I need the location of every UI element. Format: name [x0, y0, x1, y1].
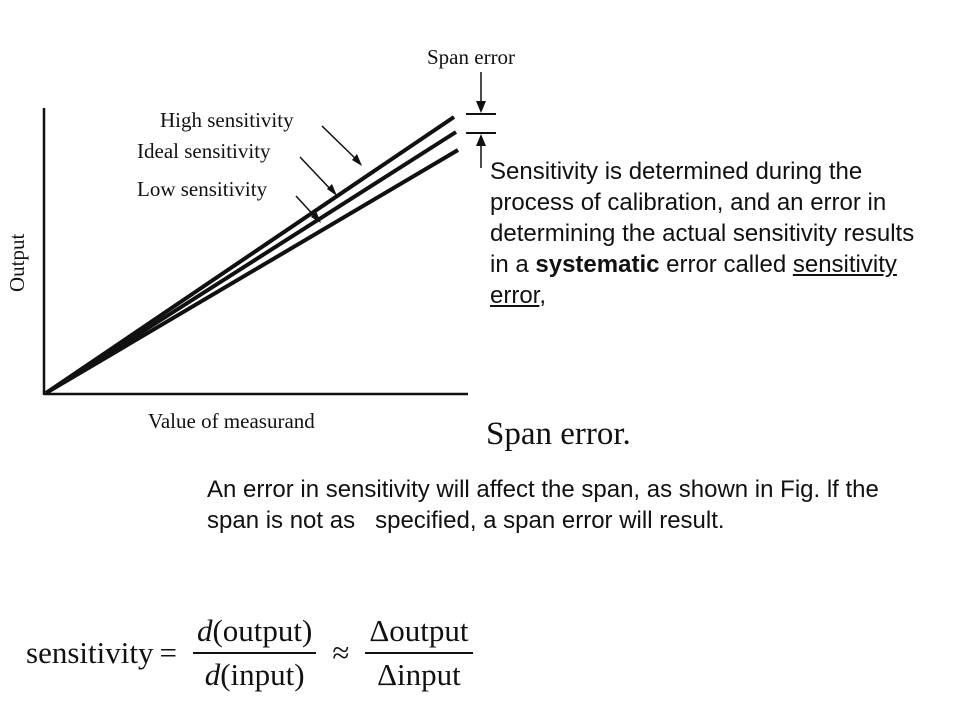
ideal-label-pointer-head — [327, 184, 337, 196]
derivative-fraction-bar — [192, 652, 317, 654]
derivative-numerator-output: (output) — [212, 613, 313, 648]
equation-approx: ≈ — [332, 635, 350, 670]
ideal-sensitivity-label: Ideal sensitivity — [137, 139, 271, 163]
derivative-numerator: d(output) — [193, 612, 316, 650]
span-error-arrow-down-head — [476, 101, 486, 113]
ideal-sensitivity-line — [44, 130, 458, 395]
derivative-denominator-input: (input) — [220, 657, 305, 692]
delta-numerator: Δoutput — [369, 613, 469, 648]
ideal-label-pointer — [299, 156, 335, 194]
para1-text-b: error called — [659, 251, 793, 278]
para1-bold-systematic: systematic — [535, 251, 660, 278]
high-sensitivity-line — [44, 115, 456, 395]
derivative-fraction: d(output) d(input) — [192, 612, 317, 694]
span-paragraph: An error in sensitivity will affect the … — [207, 476, 879, 534]
high-label-pointer — [321, 125, 361, 164]
low-label-pointer-head — [311, 211, 321, 223]
high-label-pointer-head — [352, 154, 362, 166]
high-sensitivity-label: High sensitivity — [160, 108, 294, 132]
sensitivity-equation: sensitivity = d(output) d(input) ≈ Δoutp… — [26, 612, 483, 694]
derivative-denominator-d: d — [204, 657, 221, 692]
para1-underlined-sensitivity-error: sensitivity error — [490, 251, 897, 309]
delta-fraction-bar — [365, 652, 473, 654]
delta-denominator: Δinput — [377, 657, 461, 692]
equation-equals: = — [159, 635, 177, 670]
derivative-denominator: d(input) — [201, 656, 309, 694]
para1-text-a: Sensitivity is determined during the pro… — [490, 158, 915, 278]
para1-text-c: , — [539, 282, 547, 309]
derivative-numerator-d: d — [196, 613, 213, 648]
span-error-arrow-up-head — [476, 134, 486, 146]
y-axis-label: Output — [5, 234, 29, 293]
figure-caption: Span error. — [486, 416, 631, 452]
delta-fraction: Δoutput Δinput — [365, 612, 473, 694]
low-sensitivity-line — [44, 148, 460, 395]
span-error-label: Span error — [427, 45, 515, 69]
sensitivity-paragraph: Sensitivity is determined during the pro… — [490, 156, 930, 311]
low-sensitivity-label: Low sensitivity — [137, 177, 268, 201]
x-axis-label: Value of measurand — [148, 409, 315, 433]
equation-lhs: sensitivity — [26, 635, 154, 670]
